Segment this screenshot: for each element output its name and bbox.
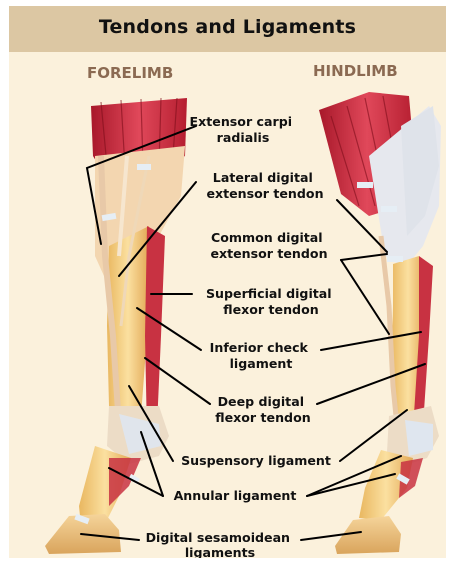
anatomy-illustration: FORELIMB HINDLIMB	[9, 6, 446, 558]
label-deep-digital-flexor-tendon: Deep digital flexor tendon	[215, 394, 310, 425]
forelimb-header: FORELIMB	[87, 64, 173, 82]
label-superficial-digital-flexor-tendon: Superficial digital flexor tendon	[206, 286, 336, 317]
label-annular-ligament: Annular ligament	[174, 488, 297, 503]
label-lateral-digital-extensor-tendon: Lateral digital extensor tendon	[206, 170, 323, 201]
label-common-digital-extensor-tendon: Common digital extensor tendon	[210, 230, 327, 261]
diagram-frame: Tendons and Ligaments FORELIMB HINDLIMB	[9, 6, 446, 558]
label-suspensory-ligament: Suspensory ligament	[181, 453, 331, 468]
label-inferior-check-ligament: Inferior check ligament	[210, 340, 313, 371]
label-digital-sesamoidean-ligaments: Digital sesamoidean ligaments	[146, 530, 295, 558]
hindlimb-header: HINDLIMB	[313, 62, 398, 80]
hindlimb-illustration	[319, 92, 441, 554]
label-extensor-carpi-radialis: Extensor carpi radialis	[190, 114, 297, 145]
